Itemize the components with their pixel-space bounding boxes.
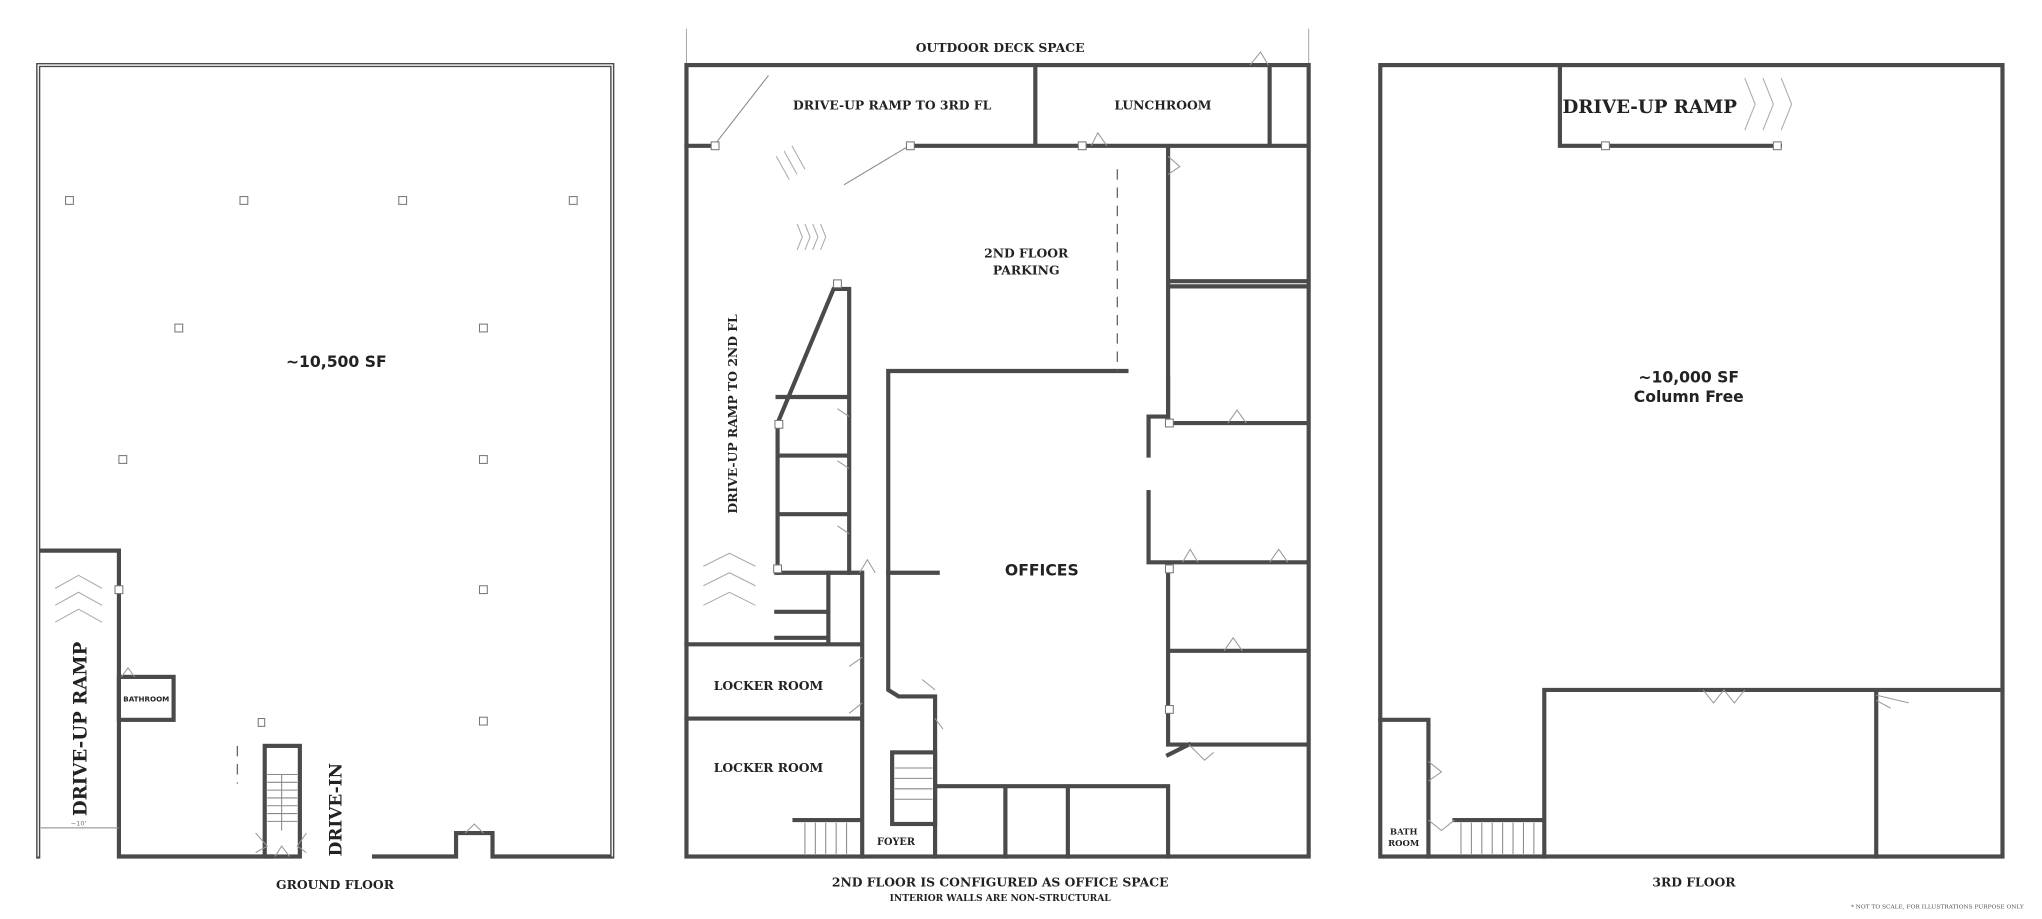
ramp-direction-chevrons	[1744, 77, 1793, 131]
ramp-3rd-label: DRIVE-UP RAMP TO 3RD FL	[793, 97, 992, 112]
foyer-label: FOYER	[877, 837, 916, 848]
bath-label-line1: BATH	[1390, 826, 1418, 836]
deck-label: OUTDOOR DECK SPACE	[916, 40, 1085, 55]
second-floor-caption: 2ND FLOOR IS CONFIGURED AS OFFICE SPACE	[832, 874, 1169, 889]
offices-room	[886, 368, 1309, 758]
ground-floor-caption: GROUND FLOOR	[276, 877, 395, 892]
parking-label-line2: PARKING	[993, 263, 1060, 278]
bathroom-room	[116, 674, 176, 722]
bathroom-label: BATHROOM	[123, 695, 169, 704]
ramp-width-dimension: ~10'	[71, 819, 87, 827]
stairs	[804, 750, 938, 854]
bath-label-line2: ROOM	[1388, 838, 1419, 848]
ramp-direction-chevrons	[703, 145, 827, 606]
stairs	[236, 718, 307, 859]
parking-label-line1: 2ND FLOOR	[984, 246, 1069, 261]
locker-room-1-label: LOCKER ROOM	[714, 678, 824, 693]
ramp-2nd-wall	[774, 286, 852, 575]
third-floor-plan: DRIVE-UP RAMP ~10,000 SF Column Free BAT…	[1378, 63, 2005, 889]
ground-floor-plan: ~10,500 SF DRIVE-UP RAMP BATHROOM DRIVE-…	[36, 63, 615, 892]
ground-floor-area: ~10,500 SF	[286, 353, 387, 371]
third-floor-area-note: Column Free	[1634, 388, 1744, 406]
second-floor-subcaption: INTERIOR WALLS ARE NON-STRUCTURAL	[890, 893, 1112, 904]
second-floor-outline	[684, 63, 1311, 859]
ramp-direction-chevrons	[54, 574, 103, 623]
third-ramp-label: DRIVE-UP RAMP	[1562, 97, 1737, 118]
ground-ramp-label: DRIVE-UP RAMP	[70, 641, 91, 816]
third-floor-outline	[1378, 63, 2005, 859]
lunchroom-label: LUNCHROOM	[1114, 97, 1211, 112]
locker-room-2-label: LOCKER ROOM	[714, 760, 824, 775]
footnote: * NOT TO SCALE, FOR ILLUSTRATIONS PURPOS…	[1851, 905, 2024, 911]
columns	[65, 196, 578, 726]
third-floor-caption: 3RD FLOOR	[1652, 874, 1736, 889]
drive-in-label: DRIVE-IN	[326, 763, 346, 856]
second-floor-plan: OUTDOOR DECK SPACE DRIVE-UP RAMP TO 3RD …	[684, 28, 1311, 904]
ramp-room	[1557, 63, 1782, 148]
ramp-2nd-label: DRIVE-UP RAMP TO 2ND FL	[725, 314, 740, 514]
offices-label: OFFICES	[1005, 561, 1079, 579]
third-floor-area: ~10,000 SF	[1638, 369, 1739, 387]
